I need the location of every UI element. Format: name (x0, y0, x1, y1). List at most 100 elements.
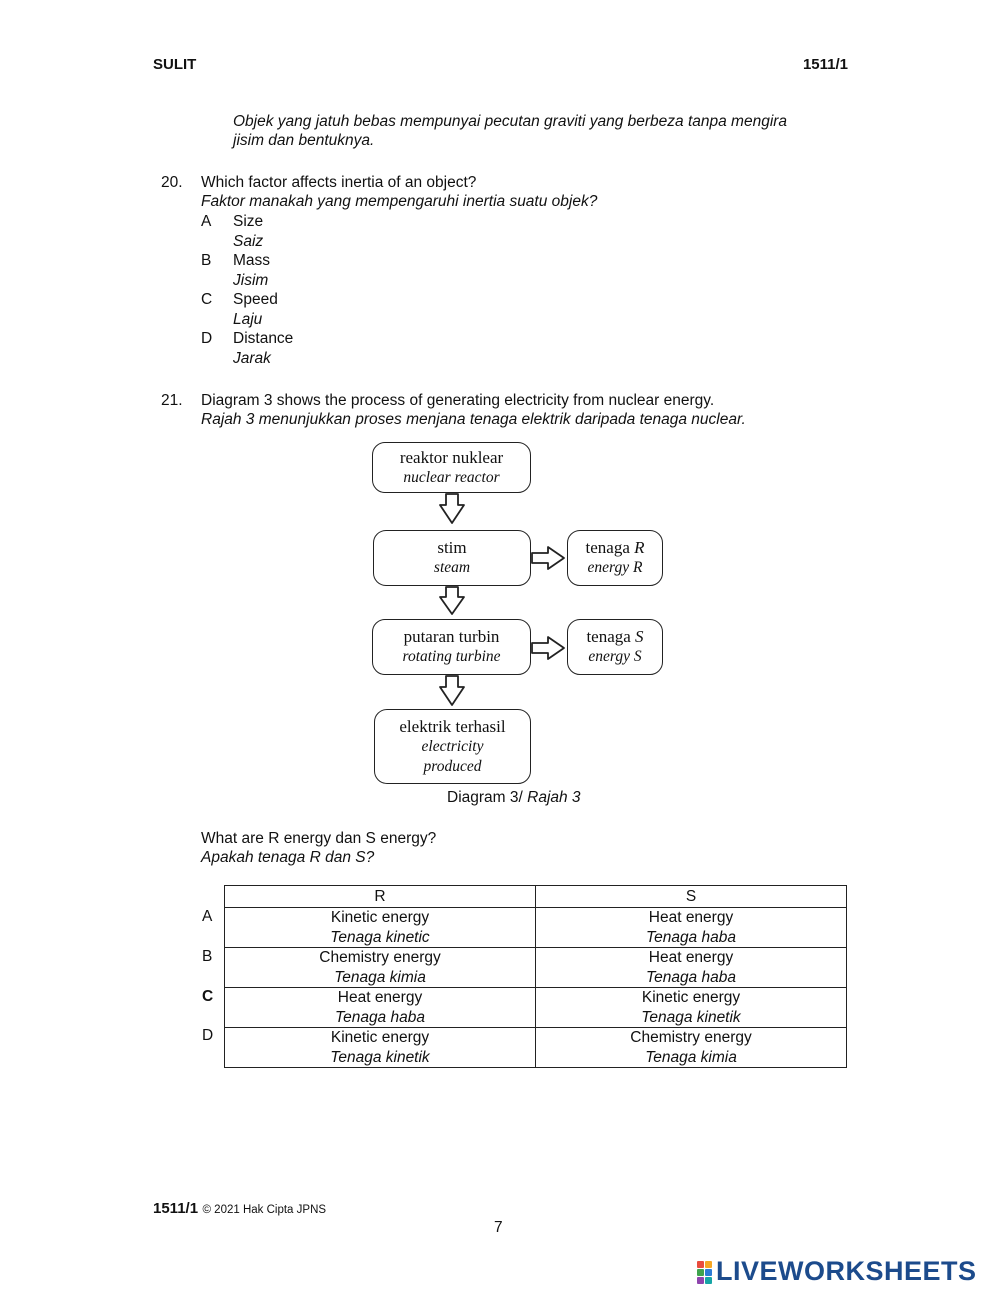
cell-en: Heat energy (648, 909, 734, 926)
option-text-en: Distance (233, 330, 294, 347)
cell-en: Kinetic energy (330, 909, 430, 926)
box-energy-r: tenaga R energy R (567, 530, 663, 586)
logo-square-icon (705, 1261, 712, 1268)
q21-number: 21. (161, 392, 183, 409)
header-right: 1511/1 (802, 56, 848, 73)
option-letter: C (201, 291, 213, 308)
cell-ms: Tenaga kinetik (641, 1008, 741, 1026)
cell-en: Kinetic energy (330, 1029, 430, 1046)
diagram-caption: Diagram 3/ Rajah 3 (447, 789, 581, 807)
diagram-arrows (439, 493, 565, 706)
box-label-en: steam (433, 559, 471, 576)
box-label-ms: reaktor nuklear (399, 447, 504, 467)
energy-r-var: R (634, 538, 645, 557)
cell-ms: Tenaga haba (335, 1008, 425, 1026)
option-text-en: Mass (233, 252, 271, 269)
box-label-ms: putaran turbin (403, 627, 500, 646)
energy-s-var-en: S (633, 648, 642, 665)
box-label-ms: tenaga S (568, 627, 662, 647)
cell-en: Heat energy (337, 989, 423, 1006)
option-text-ms: Saiz (233, 232, 264, 250)
q21-option-d-letter[interactable]: D (202, 1027, 214, 1044)
energy-r-en: energy (587, 559, 630, 576)
column-header-r: R (224, 885, 536, 908)
option-text-en: Speed (233, 291, 278, 308)
page-number: 7 (494, 1219, 503, 1236)
energy-s-ms: tenaga (586, 627, 631, 646)
cell-en: Chemistry energy (630, 1029, 752, 1046)
box-electricity-produced: elektrik terhasil electricity produced (374, 709, 531, 784)
logo-square-icon (705, 1269, 712, 1276)
q21-text-ms: Rajah 3 menunjukkan proses menjana tenag… (201, 411, 746, 428)
arrow-down-icon (439, 493, 465, 524)
option-letter: D (201, 330, 213, 347)
arrow-right-icon (531, 546, 565, 570)
box-label-en-1: electricity (421, 737, 484, 755)
brand-name[interactable]: LIVEWORKSHEETS (716, 1256, 977, 1286)
q20-text-ms: Faktor manakah yang mempengaruhi inertia… (201, 193, 598, 210)
box-label-en: rotating turbine (402, 648, 501, 665)
box-label-ms: stim (437, 538, 467, 557)
box-label-ms: elektrik terhasil (399, 716, 506, 736)
footer-copyright: © 2021 Hak Cipta JPNS (202, 1204, 327, 1216)
energy-s-var: S (635, 627, 644, 646)
table-header-row: R S (224, 885, 847, 908)
q21-text-en: Diagram 3 shows the process of generatin… (201, 392, 715, 409)
energy-s-en: energy (588, 648, 630, 665)
caption-en: Diagram 3/ (447, 789, 523, 806)
q20-number: 20. (161, 174, 183, 191)
q21-option-c-letter[interactable]: C (202, 988, 214, 1005)
logo-square-icon (697, 1261, 704, 1268)
cell-en: Kinetic energy (641, 989, 741, 1006)
footer-code: 1511/1 (153, 1200, 199, 1217)
option-text-en: Size (233, 213, 264, 230)
box-nuclear-reactor: reaktor nuklear nuclear reactor (372, 442, 531, 493)
logo-square-icon (705, 1277, 712, 1284)
cell-ms: Tenaga haba (646, 968, 736, 986)
arrow-down-icon (439, 675, 465, 706)
caption-ms: Rajah 3 (527, 789, 581, 806)
box-label-en: energy R (568, 558, 662, 578)
box-steam: stim steam (373, 530, 531, 586)
cell-ms: Tenaga kinetic (330, 928, 430, 946)
option-text-ms: Laju (233, 310, 263, 328)
energy-r-ms: tenaga (585, 538, 630, 557)
energy-r-var-en: R (633, 559, 643, 576)
carryover-line-1: Objek yang jatuh bebas mempunyai pecutan… (233, 113, 788, 130)
footer-left: 1511/1 © 2021 Hak Cipta JPNS (153, 1200, 326, 1218)
q21-prompt-en: What are R energy dan S energy? (201, 830, 437, 847)
cell-en: Chemistry energy (319, 949, 441, 966)
q21-option-b-letter[interactable]: B (202, 948, 213, 965)
q20-text-en: Which factor affects inertia of an objec… (201, 174, 477, 191)
box-label-en: nuclear reactor (403, 468, 500, 486)
box-rotating-turbine: putaran turbin rotating turbine (372, 619, 531, 675)
arrow-down-icon (439, 586, 465, 615)
header-left: SULIT (153, 56, 197, 73)
arrow-right-icon (531, 636, 565, 660)
cell-en: Heat energy (648, 949, 734, 966)
option-letter: A (201, 213, 212, 230)
box-energy-s: tenaga S energy S (567, 619, 663, 675)
q21-prompt-ms: Apakah tenaga R dan S? (201, 849, 375, 866)
option-letter: B (201, 252, 212, 269)
option-text-ms: Jisim (233, 271, 269, 289)
box-label-en: energy S (568, 647, 662, 667)
logo-square-icon (697, 1269, 704, 1276)
cell-ms: Tenaga haba (646, 928, 736, 946)
q21-option-a-letter[interactable]: A (202, 908, 213, 925)
cell-ms: Tenaga kinetik (330, 1048, 430, 1066)
column-header-s: S (535, 885, 847, 908)
